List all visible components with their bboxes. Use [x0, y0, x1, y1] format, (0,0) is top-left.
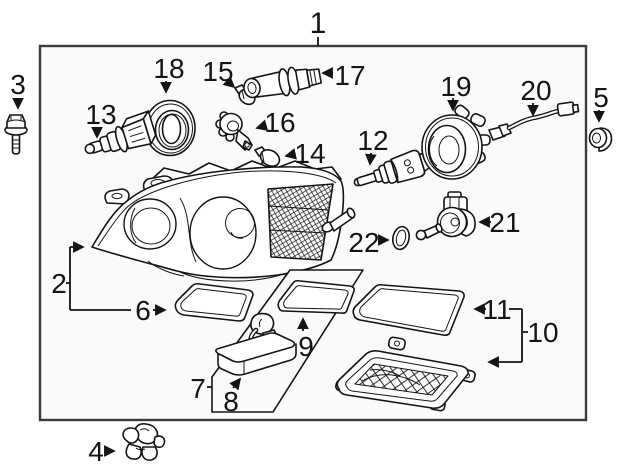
- callout-12: 12: [357, 125, 388, 156]
- part-3-bolt-drawing: [4, 114, 28, 155]
- part-12-bulb-drawing: [353, 149, 431, 187]
- callout-9: 9: [298, 331, 314, 362]
- leader-lines: [12, 37, 605, 457]
- part-17-bulb-socket-drawing: [243, 66, 322, 99]
- callout-15: 15: [202, 56, 233, 87]
- callout-18: 18: [153, 53, 184, 84]
- part-11-gasket-drawing: [352, 283, 465, 336]
- part-19-cap-drawing: [421, 104, 491, 180]
- part-5-nut-drawing: [588, 127, 613, 152]
- callout-20: 20: [520, 75, 551, 106]
- callout-labels: 1 2 3 4 5 6 7 8 9 10 11 12 13 14 15 16 1…: [10, 7, 609, 467]
- part-10-cover-drawing: [335, 336, 476, 412]
- part-14-bulb-drawing: [254, 146, 281, 167]
- part-22-oring-drawing: [392, 225, 410, 251]
- callout-21: 21: [489, 207, 520, 238]
- callout-19: 19: [440, 71, 471, 102]
- part-13-bulb-drawing: [84, 110, 157, 155]
- callout-5: 5: [593, 82, 609, 113]
- turn-signal-reflector-hatch: [267, 183, 334, 261]
- callout-7: 7: [190, 373, 206, 404]
- callout-11: 11: [482, 294, 511, 325]
- part-21-adjuster-drawing: [415, 191, 476, 241]
- callout-4: 4: [88, 436, 104, 467]
- part-6-gasket-drawing: [174, 282, 254, 322]
- callout-16: 16: [264, 107, 295, 138]
- callout-8: 8: [223, 386, 239, 417]
- callout-2: 2: [51, 268, 67, 299]
- callout-1: 1: [310, 7, 327, 40]
- callout-6: 6: [135, 295, 151, 326]
- callout-13: 13: [85, 99, 116, 130]
- part-18-socket-cover-drawing: [144, 99, 196, 157]
- part-20-wire-drawing: [488, 101, 580, 141]
- part-2-headlamp-assembly-drawing: [91, 158, 356, 282]
- part-4-clip-drawing: [122, 423, 166, 461]
- callout-3: 3: [10, 69, 26, 100]
- part-9-gasket-drawing: [277, 279, 355, 314]
- callout-22: 22: [348, 227, 379, 258]
- part-16-socket-drawing: [215, 111, 253, 151]
- callout-10: 10: [527, 317, 558, 348]
- part-8-hid-unit-drawing: [215, 312, 297, 376]
- callout-17: 17: [334, 60, 365, 91]
- callout-14: 14: [294, 138, 325, 169]
